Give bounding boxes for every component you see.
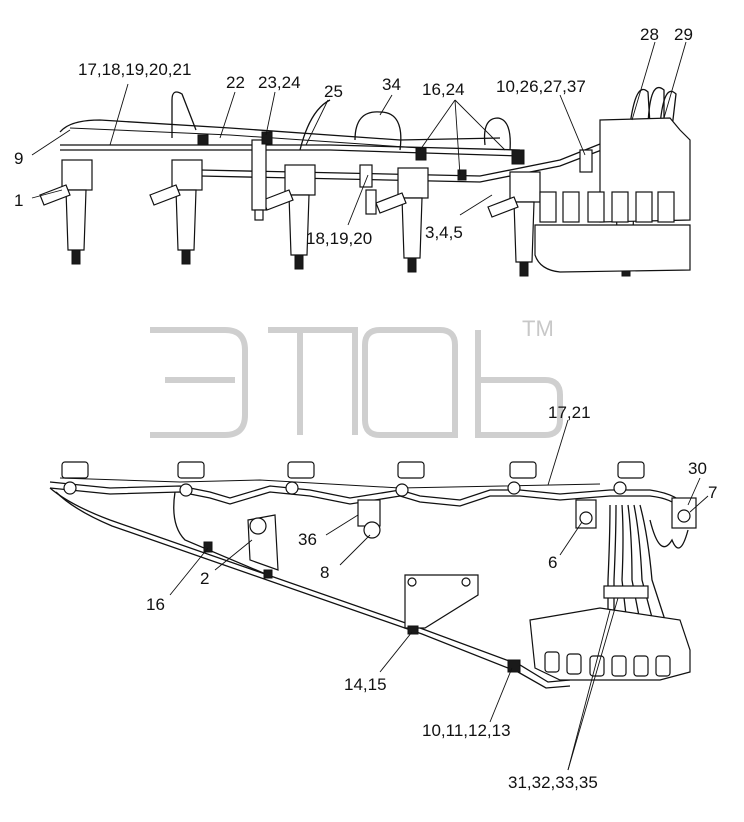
high-pressure-pump-lower <box>529 607 691 681</box>
clamp-block <box>603 585 649 599</box>
injector-top-4 <box>395 461 425 497</box>
callout-34: 34 <box>382 75 401 94</box>
callout-3-5: 3,4,5 <box>425 223 463 242</box>
injector-2 <box>149 159 203 265</box>
clamp <box>261 131 273 145</box>
callout-10-13: 10,11,12,13 <box>422 721 511 740</box>
callout-9: 9 <box>14 149 23 168</box>
watermark-trademark: TM <box>522 316 554 341</box>
injector-4 <box>375 167 429 273</box>
top-fuel-rail-assembly <box>39 87 691 277</box>
callout-14-15: 14,15 <box>344 675 387 694</box>
callout-1: 1 <box>14 191 23 210</box>
callout-labels: 9 1 17,18,19,20,21 22 23,24 25 34 16,24 … <box>14 25 717 792</box>
callout-25: 25 <box>324 82 343 101</box>
injector-5 <box>487 171 541 277</box>
callout-6: 6 <box>548 553 557 572</box>
rail-pressure-sensor <box>251 139 267 211</box>
injector-top-3 <box>285 461 315 495</box>
callout-16: 16 <box>146 595 165 614</box>
clamp <box>197 134 209 146</box>
callout-29: 29 <box>674 25 693 44</box>
callout-16-24: 16,24 <box>422 80 465 99</box>
clamp <box>407 625 419 635</box>
callout-8: 8 <box>320 563 329 582</box>
clamp <box>263 569 273 579</box>
callout-30: 30 <box>688 459 707 478</box>
watermark-logo: TM <box>150 316 563 438</box>
clamp <box>415 147 427 161</box>
callout-31-35: 31,32,33,35 <box>508 773 598 792</box>
bracket-14 <box>404 574 479 629</box>
callout-36: 36 <box>298 530 317 549</box>
callout-7: 7 <box>708 483 717 502</box>
injector-top-5 <box>507 461 537 495</box>
callout-10-37: 10,26,27,37 <box>496 77 586 96</box>
callout-23-24: 23,24 <box>258 73 301 92</box>
high-pressure-pump <box>534 117 691 273</box>
callout-2: 2 <box>200 569 209 588</box>
clamp <box>203 541 213 553</box>
injector-top-1 <box>61 461 89 495</box>
clamp <box>511 149 525 165</box>
bottom-fuel-line-assembly <box>49 461 697 689</box>
callout-17-21: 17,18,19,20,21 <box>78 60 191 79</box>
leader-lines <box>31 41 709 771</box>
callout-22: 22 <box>226 73 245 92</box>
injector-top-6 <box>613 461 645 495</box>
clamp <box>457 169 467 181</box>
clamp <box>507 659 521 673</box>
callout-17-21b: 17,21 <box>548 403 591 422</box>
injector-1 <box>39 159 93 265</box>
callout-18-20: 18,19,20 <box>306 229 372 248</box>
injector-top-2 <box>177 461 205 497</box>
callout-28: 28 <box>640 25 659 44</box>
injector-3 <box>262 164 316 270</box>
